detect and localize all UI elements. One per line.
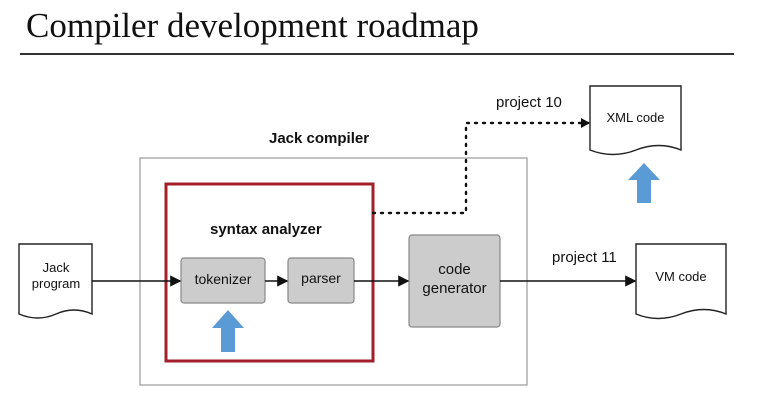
syntax-analyzer-label: syntax analyzer [210, 221, 322, 238]
dotted-path-to-xml [371, 121, 590, 215]
code-generator-label: code generator [422, 261, 487, 297]
project11-label: project 11 [552, 249, 617, 266]
dotted-arrowhead [581, 118, 590, 128]
syntax-analyzer-box [164, 182, 375, 363]
vm-code-doc [635, 243, 727, 320]
project10-label: project 10 [496, 94, 562, 111]
xml-highlight-arrow [628, 163, 660, 203]
parser-label: parser [301, 270, 341, 286]
tokenizer-label: tokenizer [194, 271, 252, 287]
tokenizer-highlight-arrow [212, 310, 244, 352]
xml-code-label: XML code [606, 110, 665, 125]
xml-code-doc [589, 85, 682, 156]
title-divider [20, 53, 734, 55]
jack-compiler-box [139, 157, 528, 386]
jack-program-doc [18, 243, 93, 319]
slide-title: Compiler development roadmap [26, 6, 479, 45]
vm-code-label: VM code [655, 269, 707, 284]
jack-program-label: Jack program [31, 260, 81, 292]
jack-compiler-label: Jack compiler [269, 130, 370, 147]
